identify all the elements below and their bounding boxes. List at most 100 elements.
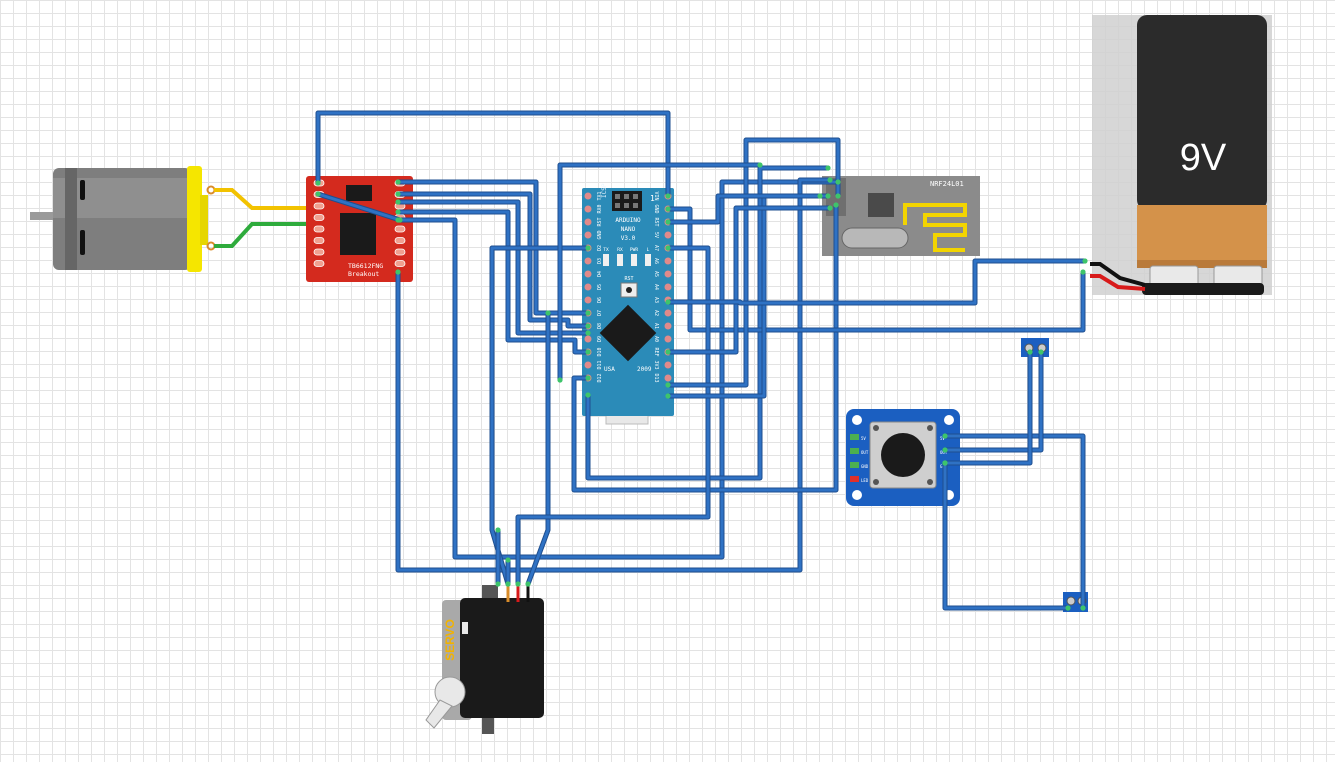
wire-20[interactable] (945, 434, 1085, 608)
wire-1[interactable] (316, 111, 670, 196)
wire-endpoint[interactable] (1027, 349, 1033, 355)
nano-left-pin-d5[interactable] (584, 283, 592, 291)
wire-endpoint[interactable] (395, 179, 401, 185)
wire-endpoint[interactable] (515, 581, 521, 587)
motor-terminal-1[interactable] (206, 185, 216, 195)
wire-24[interactable] (668, 194, 820, 224)
driver-left-pin-4[interactable] (313, 214, 325, 221)
wire-endpoint[interactable] (1080, 269, 1086, 275)
nano-left-pin-rx0[interactable] (584, 205, 592, 213)
wire-endpoint[interactable] (505, 557, 511, 563)
nano-left-pin-tx1[interactable] (584, 192, 592, 200)
battery-lead-red[interactable] (1090, 274, 1146, 291)
nano-left-pin-d6[interactable] (584, 296, 592, 304)
wire-endpoint[interactable] (827, 177, 833, 183)
wire-18[interactable] (558, 163, 760, 380)
wire-17[interactable] (668, 206, 830, 354)
wire-8[interactable] (396, 178, 830, 572)
driver-right-pin-8[interactable] (394, 260, 406, 267)
wire-endpoint[interactable] (585, 310, 591, 316)
driver-left-pin-3[interactable] (313, 202, 325, 210)
wire-endpoint[interactable] (557, 377, 563, 383)
wire-endpoint[interactable] (315, 180, 321, 186)
nano-left-pin-d9[interactable] (584, 335, 592, 343)
wire-endpoint[interactable] (835, 193, 841, 199)
nano-right-pin-5v[interactable] (664, 231, 672, 239)
wire-endpoint[interactable] (827, 205, 833, 211)
tb6612fng-driver[interactable]: TB6612FNG Breakout (306, 176, 413, 282)
wire-endpoint[interactable] (315, 191, 321, 197)
wire-endpoint[interactable] (942, 447, 948, 453)
wire-endpoint[interactable] (545, 310, 551, 316)
wire-endpoint[interactable] (585, 375, 591, 381)
nano-left-pin-gnd[interactable] (584, 231, 592, 239)
wire-endpoint[interactable] (395, 269, 401, 275)
wire-endpoint[interactable] (585, 330, 591, 336)
battery-9v[interactable]: 9V (1092, 15, 1272, 295)
wire-10[interactable] (526, 313, 550, 585)
wire-endpoint[interactable] (495, 581, 501, 587)
driver-left-pin-5[interactable] (313, 225, 325, 233)
wire-endpoint[interactable] (665, 193, 671, 199)
motor-terminal-2[interactable] (206, 241, 216, 251)
wire-endpoint[interactable] (665, 382, 671, 388)
wire-endpoint[interactable] (525, 581, 531, 587)
wire-endpoint[interactable] (395, 209, 401, 215)
nano-left-pin-d11[interactable] (584, 361, 592, 369)
driver-left-pin-8[interactable] (313, 260, 325, 267)
wire-endpoint[interactable] (1038, 349, 1044, 355)
wire-endpoint[interactable] (757, 162, 763, 168)
wire-endpoint[interactable] (825, 193, 831, 199)
wire-endpoint[interactable] (1065, 605, 1071, 611)
wire-12[interactable] (586, 166, 828, 480)
wire-endpoint[interactable] (397, 217, 403, 223)
wire-endpoint[interactable] (942, 433, 948, 439)
servo-horn-arm[interactable] (425, 699, 453, 729)
wire-endpoint[interactable] (1080, 605, 1086, 611)
wire-13[interactable] (668, 207, 1085, 332)
screw-terminal-top[interactable] (1021, 338, 1049, 357)
wire-6[interactable] (398, 180, 838, 559)
nano-right-pin-d13[interactable] (664, 374, 672, 382)
driver-right-pin-7[interactable] (394, 248, 406, 256)
nano-right-pin-a5[interactable] (664, 270, 672, 278)
wire-endpoint[interactable] (585, 392, 591, 398)
push-button-module[interactable]: 5V OUT GND LED 5V OUT GND (846, 409, 960, 506)
dc-motor[interactable] (30, 166, 216, 272)
motor-wire-green[interactable] (214, 222, 316, 248)
nano-right-pin-a6[interactable] (664, 257, 672, 265)
servo-leads[interactable] (506, 584, 530, 602)
wire-endpoint[interactable] (835, 179, 841, 185)
wire-endpoint[interactable] (817, 193, 823, 199)
servo-motor[interactable]: SERVO (425, 585, 544, 734)
nano-left-pin-rst[interactable] (584, 218, 592, 226)
wire-21[interactable] (945, 352, 1043, 452)
wire-endpoint[interactable] (495, 527, 501, 533)
wire-23[interactable] (943, 463, 1068, 610)
driver-right-pin-6[interactable] (394, 237, 406, 244)
nano-right-pin-3v3[interactable] (664, 361, 672, 369)
wire-endpoint[interactable] (395, 199, 401, 205)
wire-19[interactable] (668, 259, 1085, 305)
wire-4[interactable] (398, 200, 588, 335)
wire-endpoint[interactable] (665, 245, 671, 251)
wire-endpoint[interactable] (825, 165, 831, 171)
nano-right-pin-a2[interactable] (664, 309, 672, 317)
wire-endpoint[interactable] (665, 299, 671, 305)
driver-left-pin-6[interactable] (313, 237, 325, 244)
driver-right-pin-5[interactable] (394, 225, 406, 233)
motor-wire-yellow[interactable] (214, 188, 316, 210)
wire-endpoint[interactable] (1082, 258, 1088, 264)
wire-endpoint[interactable] (665, 219, 671, 225)
wire-5[interactable] (398, 210, 588, 354)
wire-endpoint[interactable] (395, 191, 401, 197)
wire-endpoint[interactable] (665, 393, 671, 399)
wire-endpoint[interactable] (585, 323, 591, 329)
battery-lead-black[interactable] (1090, 262, 1146, 287)
nano-right-pin-a0[interactable] (664, 335, 672, 343)
button-cap[interactable] (881, 433, 925, 477)
wire-22[interactable] (945, 352, 1032, 465)
nano-left-pin-d4[interactable] (584, 270, 592, 278)
wire-endpoint[interactable] (665, 349, 671, 355)
